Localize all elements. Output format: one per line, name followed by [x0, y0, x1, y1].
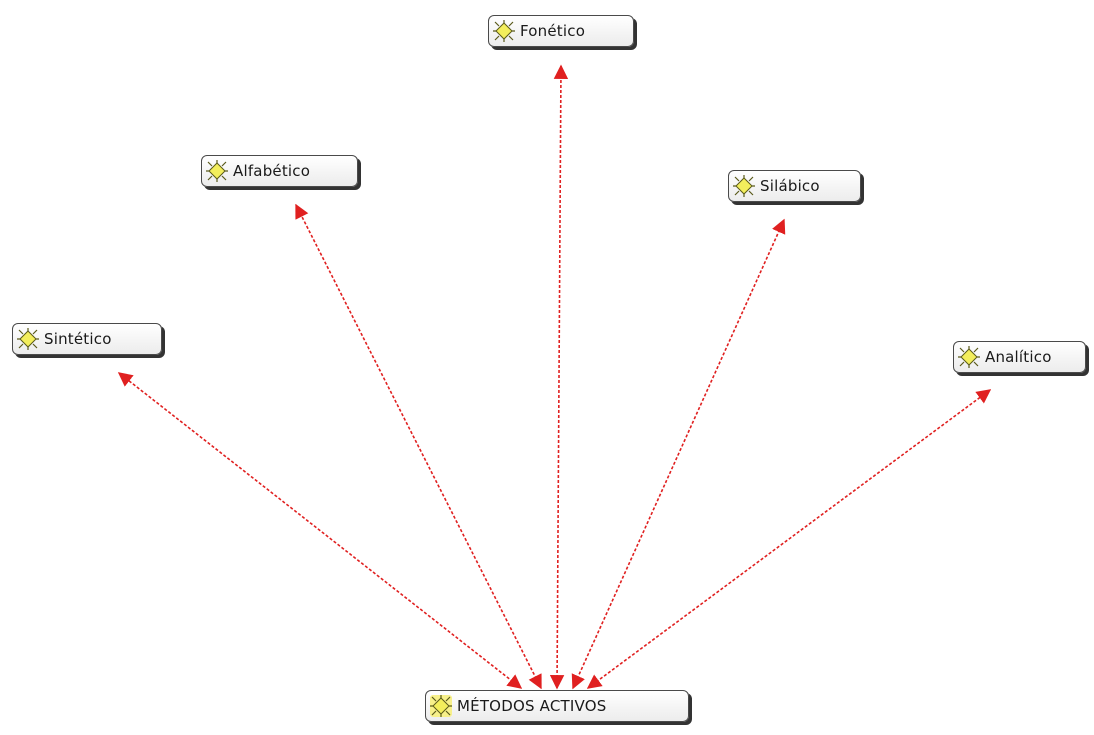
edge-root-silabico [571, 218, 786, 690]
node-label: Silábico [760, 177, 820, 195]
edge-root-sintetico [117, 372, 523, 689]
node-label: Sintético [44, 330, 112, 348]
concept-icon [493, 20, 515, 42]
node-label: Alfabético [233, 162, 311, 180]
node-fonetico[interactable]: Fonético [488, 15, 634, 47]
concept-icon [733, 175, 755, 197]
node-metodos-activos[interactable]: MÉTODOS ACTIVOS [425, 690, 689, 722]
node-alfabetico[interactable]: Alfabético [201, 155, 358, 187]
node-label: Fonético [520, 22, 586, 40]
node-silabico[interactable]: Silábico [728, 170, 861, 202]
edge-root-analitico [586, 389, 992, 689]
edge-root-fonetico [549, 64, 569, 690]
node-label: Analítico [985, 348, 1052, 366]
node-label: MÉTODOS ACTIVOS [457, 697, 607, 715]
concept-icon [17, 328, 39, 350]
node-analitico[interactable]: Analítico [953, 341, 1086, 373]
concept-icon [958, 346, 980, 368]
node-sintetico[interactable]: Sintético [12, 323, 162, 355]
edge-root-alfabetico [295, 203, 542, 690]
concept-icon [430, 695, 452, 717]
concept-icon [206, 160, 228, 182]
